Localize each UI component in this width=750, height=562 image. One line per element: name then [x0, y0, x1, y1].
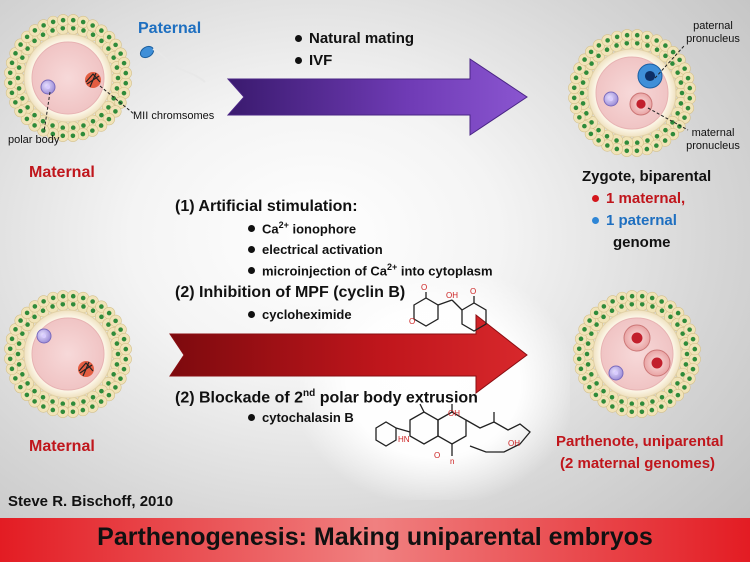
paternal-pronucleus-leader-line [654, 45, 685, 79]
parthenogenesis-arrow [169, 313, 528, 394]
footer-banner [0, 518, 750, 562]
red-bullet-icon [592, 194, 599, 202]
zygote-title: Zygote, biparental [582, 168, 712, 185]
svg-text:O: O [434, 451, 440, 460]
parthenote-line-1: Parthenote, uniparental [556, 433, 724, 450]
cytochalasin-structure-icon [375, 403, 531, 456]
mii-chromosomes-label: MII chromsomes [133, 110, 215, 122]
maternal-label-bottom: Maternal [29, 438, 95, 455]
maternal-label-top: Maternal [29, 164, 95, 181]
bullet-icon [248, 267, 255, 275]
maternal-pronucleus-label: maternal pronucleus [686, 127, 740, 152]
svg-text:O: O [470, 287, 476, 296]
natural-mating-arrow [226, 58, 528, 136]
stimulation-heading: (1) Artificial stimulation: [175, 198, 358, 215]
stimulation-item-microinjection: microinjection of Ca2+ into cytoplasm [248, 262, 493, 278]
bullet-icon [295, 56, 302, 64]
background-glow [300, 270, 570, 500]
bullet-icon [248, 311, 255, 319]
svg-text:O: O [421, 283, 427, 292]
svg-text:HN: HN [398, 435, 410, 444]
svg-text:OH: OH [448, 409, 460, 418]
svg-text:OH: OH [446, 291, 458, 300]
bullet-icon [248, 246, 255, 254]
cycloheximide-atom-labels: O O OH O [409, 283, 476, 326]
zygote-genome-line: genome [613, 234, 671, 251]
maternal-pronucleus-leader-line [647, 107, 689, 131]
top-oocyte [4, 14, 132, 142]
svg-text:O: O [409, 317, 415, 326]
stimulation-item-electrical: electrical activation [248, 242, 383, 257]
mpf-item: cycloheximide [248, 307, 352, 322]
polar-body-label: polar body [8, 134, 60, 146]
svg-text:OH: OH [508, 439, 520, 448]
bullet-icon [248, 414, 255, 422]
stimulation-item-ionophore: Ca2+ ionophore [248, 220, 356, 236]
footer-title: Parthenogenesis: Making uniparental embr… [97, 523, 653, 551]
zygote-maternal-line: 1 maternal, [592, 190, 685, 207]
paternal-label: Paternal [138, 20, 202, 37]
blockade-item: cytochalasin B [248, 410, 354, 425]
blockade-heading: (2) Blockade of 2nd polar body extrusion [175, 388, 478, 407]
zygote-cell [568, 29, 696, 157]
bullet-icon [248, 225, 255, 233]
bottom-oocyte [4, 290, 132, 418]
zygote-paternal-line: 1 paternal [592, 212, 677, 229]
method-natural-mating: Natural mating [295, 30, 414, 47]
credit-text: Steve R. Bischoff, 2010 [8, 493, 174, 510]
method-ivf: IVF [295, 52, 332, 69]
bullet-icon [295, 34, 302, 42]
mii-leader-line [99, 85, 135, 115]
blue-bullet-icon [592, 216, 599, 224]
mpf-heading: (2) Inhibition of MPF (cyclin B) [175, 284, 406, 301]
polar-body-leader-line [43, 91, 51, 133]
paternal-pronucleus-label: paternal pronucleus [686, 20, 740, 45]
cycloheximide-structure-icon [413, 292, 487, 332]
parthenote-line-2: (2 maternal genomes) [560, 455, 716, 472]
cytochalasin-atom-labels: HN OH n O OH [398, 409, 520, 466]
parthenote-cell [573, 290, 701, 418]
svg-text:n: n [450, 457, 454, 466]
sperm-icon [139, 45, 206, 83]
